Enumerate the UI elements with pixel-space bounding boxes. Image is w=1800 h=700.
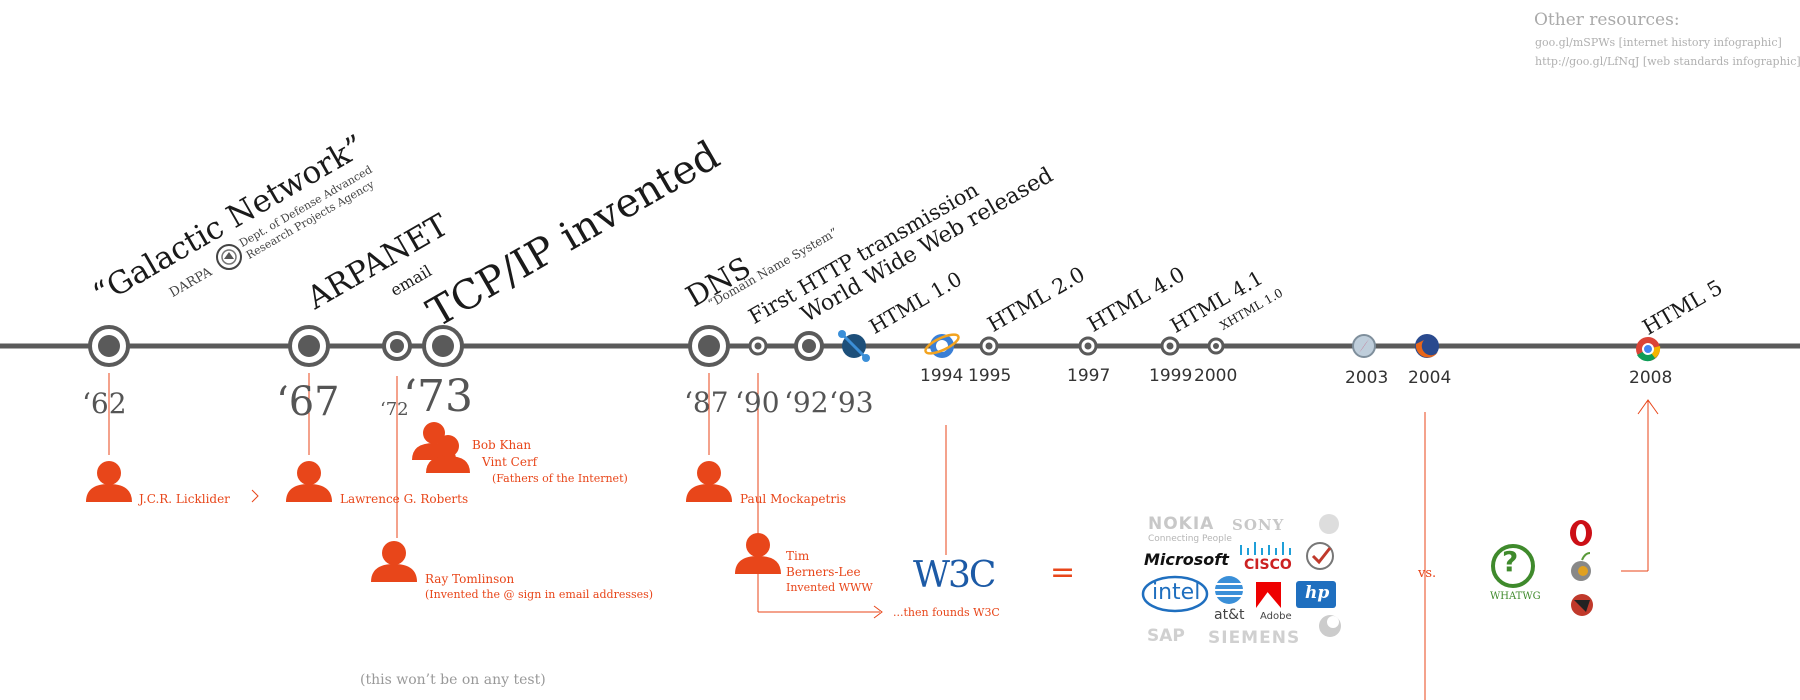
resources-title: Other resources: — [1534, 10, 1680, 30]
adobe-icon — [1256, 582, 1281, 608]
sap-logo: SAP — [1147, 626, 1185, 646]
chrome-icon — [1636, 337, 1661, 362]
tomlinson-name: Ray Tomlinson — [425, 572, 515, 586]
apple-icon — [1571, 552, 1591, 581]
dod-seal-icon — [216, 244, 242, 270]
year-67: ‘67 — [276, 379, 340, 425]
year-92: ‘92 — [784, 386, 829, 419]
year-72: ‘72 — [380, 399, 409, 420]
equals-sign: = — [1050, 555, 1076, 590]
node-1992 — [794, 331, 824, 361]
yahoo-icon — [1319, 514, 1339, 534]
internet-explorer-icon — [924, 333, 960, 358]
netscape-browser-icon — [838, 330, 870, 362]
node-1999 — [1160, 336, 1180, 356]
cisco-logo: CISCO — [1244, 557, 1292, 573]
intel-logo: intel — [1152, 580, 1201, 605]
mozilla-icon — [1571, 594, 1593, 616]
opera-icon — [1570, 520, 1592, 546]
berners-lee-note: Invented WWW — [786, 581, 873, 594]
microsoft-logo: Microsoft — [1144, 550, 1229, 569]
intel-icon — [1141, 575, 1209, 613]
att-globe-icon — [1215, 576, 1243, 604]
year-2004: 2004 — [1408, 368, 1452, 388]
connector-lines — [108, 373, 1659, 700]
node-1967 — [288, 325, 330, 367]
year-87: ‘87 — [684, 386, 729, 419]
node-1972 — [382, 331, 412, 361]
resource-link-2[interactable]: http://goo.gl/LfNqJ [web standards infog… — [1535, 55, 1800, 68]
mockapetris-person-icon — [686, 461, 732, 502]
year-62: ‘62 — [82, 387, 127, 420]
nokia-tagline: Connecting People — [1148, 534, 1232, 544]
node-1973 — [422, 325, 464, 367]
hp-icon — [1296, 581, 1336, 608]
tomlinson-person-icon — [371, 541, 417, 582]
whatwg-question-mark: ? — [1502, 545, 1519, 578]
year-90: ‘90 — [735, 386, 780, 419]
year-93: ‘93 — [829, 386, 874, 419]
node-1987 — [688, 325, 730, 367]
year-1994: 1994 — [920, 366, 964, 386]
berners-lee-person-icon — [735, 533, 781, 574]
fathers-note: (Fathers of the Internet) — [492, 472, 628, 485]
cerf-name: Vint Cerf — [482, 455, 538, 469]
adobe-logo: Adobe — [1260, 611, 1292, 622]
verisign-icon — [1306, 542, 1334, 570]
whatwg-label: WHATWG — [1490, 591, 1541, 602]
roberts-name: Lawrence G. Roberts — [340, 492, 469, 506]
node-1962 — [88, 325, 130, 367]
year-2003: 2003 — [1345, 368, 1389, 388]
versus-label: vs. — [1418, 566, 1437, 581]
berners-lee-name-1: Tim — [786, 549, 810, 563]
year-1997: 1997 — [1067, 366, 1111, 386]
w3c-logo: W3C — [913, 555, 996, 596]
roberts-person-icon — [286, 461, 332, 502]
safari-icon — [1352, 334, 1376, 358]
swirl-icon — [1319, 615, 1341, 637]
siemens-logo: SIEMENS — [1208, 628, 1301, 648]
nokia-logo: NOKIA — [1148, 514, 1215, 534]
year-2008: 2008 — [1629, 368, 1673, 388]
year-2000: 2000 — [1194, 366, 1238, 386]
year-1995: 1995 — [968, 366, 1012, 386]
khan-name: Bob Khan — [472, 438, 532, 452]
berners-lee-name-2: Berners-Lee — [786, 565, 861, 579]
whatwg-icon — [1491, 544, 1535, 588]
resource-link-1[interactable]: goo.gl/mSPWs [internet history infograph… — [1535, 36, 1782, 49]
tomlinson-note: (Invented the @ sign in email addresses) — [425, 588, 654, 601]
cisco-bars-icon — [1240, 542, 1291, 555]
node-1995 — [979, 336, 999, 356]
cerf-person-icon — [426, 435, 470, 473]
node-1990 — [748, 336, 768, 356]
year-1999: 1999 — [1149, 366, 1193, 386]
year-73: ‘73 — [403, 371, 473, 422]
att-logo: at&t — [1214, 607, 1245, 623]
node-2000 — [1207, 337, 1225, 355]
person-icons — [86, 422, 781, 582]
w3c-founded-note: ...then founds W3C — [893, 606, 1000, 619]
licklider-person-icon — [86, 461, 132, 502]
sony-logo: SONY — [1232, 516, 1285, 534]
mockapetris-name: Paul Mockapetris — [740, 492, 847, 506]
licklider-name: J.C.R. Licklider — [139, 492, 230, 506]
node-1997 — [1078, 336, 1098, 356]
footnote: (this won’t be on any test) — [360, 672, 546, 688]
firefox-icon — [1415, 334, 1439, 358]
hp-logo: hp — [1305, 583, 1330, 603]
